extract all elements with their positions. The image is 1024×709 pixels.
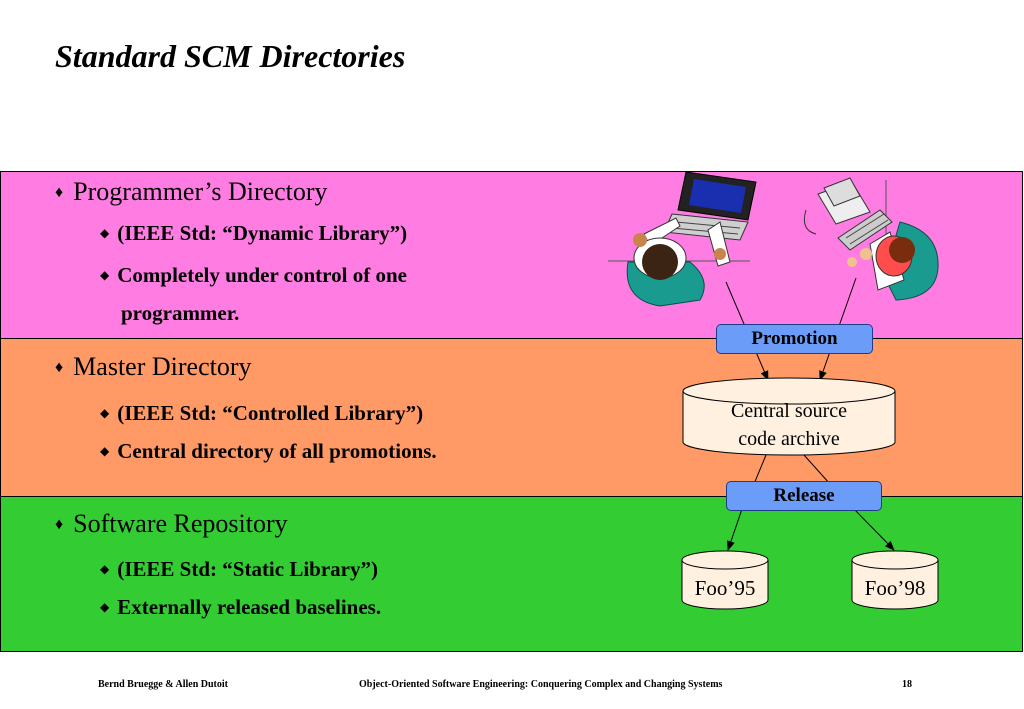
heading-text: Programmer’s Directory <box>73 177 328 206</box>
bullet-released-baselines: ◆ Externally released baselines. <box>100 590 381 628</box>
bullet-dynamic-library: ◆ (IEEE Std: “Dynamic Library”) <box>100 216 407 254</box>
release-label: Release <box>726 481 882 511</box>
programmer-desktop-icon <box>803 177 939 301</box>
diamond-bullet-icon: ◆ <box>100 444 110 458</box>
release-foo95-label: Foo’95 <box>694 576 756 600</box>
release-foo98-label: Foo’98 <box>864 576 926 600</box>
bullet-text: (IEEE Std: “Controlled Library”) <box>117 401 424 425</box>
bullet-text: (IEEE Std: “Static Library”) <box>117 557 378 581</box>
diamond-bullet-icon: ◆ <box>100 562 110 576</box>
bullet-controlled-library: ◆ (IEEE Std: “Controlled Library”) <box>100 396 423 434</box>
diamond-bullet-icon: ◆ <box>100 600 110 614</box>
heading-text: Master Directory <box>73 352 252 381</box>
archive-label: Central source code archive <box>683 397 895 453</box>
diamond-bullet-icon: ◆ <box>100 406 110 420</box>
programmer-laptop-icon <box>608 171 757 307</box>
bullet-central-directory: ◆ Central directory of all promotions. <box>100 434 437 472</box>
diamond-bullet-icon: ♦ <box>55 359 64 376</box>
bullet-text: (IEEE Std: “Dynamic Library”) <box>117 221 408 245</box>
bullet-text: Central directory of all promotions. <box>117 439 437 463</box>
bullet-static-library: ◆ (IEEE Std: “Static Library”) <box>100 552 378 590</box>
bullet-text: Completely under control of one <box>117 263 407 287</box>
diamond-bullet-icon: ◆ <box>100 268 110 282</box>
programmer-directory-heading: ♦ Programmer’s Directory <box>55 177 328 207</box>
promotion-label: Promotion <box>716 324 873 354</box>
bullet-programmer-control: ◆ Completely under control of one program… <box>100 258 407 331</box>
footer-authors: Bernd Bruegge & Allen Dutoit <box>98 679 228 690</box>
footer-book-title: Object-Oriented Software Engineering: Co… <box>359 679 723 690</box>
diamond-bullet-icon: ◆ <box>100 226 110 240</box>
bullet-text: Externally released baselines. <box>117 595 382 619</box>
footer-page-number: 18 <box>902 679 912 690</box>
master-directory-heading: ♦ Master Directory <box>55 352 252 382</box>
central-archive-cylinder <box>682 377 896 456</box>
release-foo95-cylinder <box>681 550 769 610</box>
heading-text: Software Repository <box>73 509 288 538</box>
archive-label-line2: code archive <box>738 428 840 450</box>
release-foo98-cylinder <box>851 550 939 610</box>
bullet-text-continued: programmer. <box>121 301 240 325</box>
diamond-bullet-icon: ♦ <box>55 184 64 201</box>
slide-title: Standard SCM Directories <box>55 38 406 74</box>
diamond-bullet-icon: ♦ <box>55 516 64 533</box>
archive-label-line1: Central source <box>730 400 848 422</box>
software-repository-heading: ♦ Software Repository <box>55 509 288 539</box>
